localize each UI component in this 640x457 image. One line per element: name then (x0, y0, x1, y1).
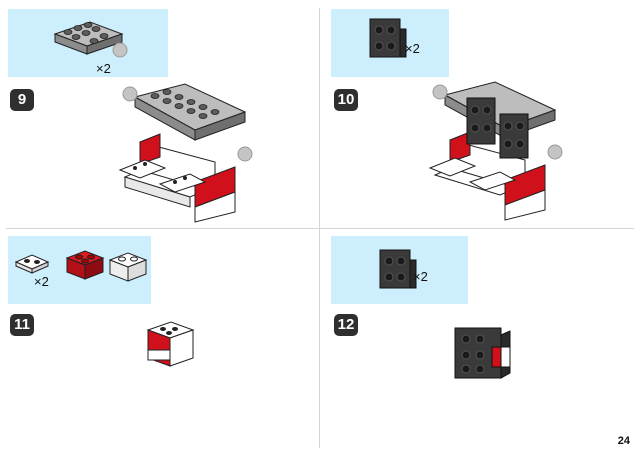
dark-bracket-part-icon (379, 249, 417, 289)
white-brick-part-icon (108, 252, 148, 282)
gray-plate-part-icon (53, 21, 128, 58)
dark-bracket-part-icon (369, 18, 407, 58)
step-number-badge: 10 (334, 89, 358, 111)
part-quantity: ×2 (413, 269, 428, 284)
white-plate-part-icon (14, 254, 50, 274)
horizontal-divider (6, 228, 634, 229)
page-number: 24 (617, 435, 630, 447)
part-quantity: ×2 (405, 41, 420, 56)
step-9-assembly-illustration (118, 83, 253, 223)
step-10-assembly-illustration (428, 81, 563, 221)
step-number-badge: 11 (10, 314, 34, 336)
step-12-assembly-illustration (454, 327, 511, 379)
step-number-badge: 12 (334, 314, 358, 336)
step-11-assembly-illustration (146, 321, 195, 367)
step-number-badge: 9 (10, 89, 34, 111)
red-brick-part-icon (65, 250, 105, 280)
part-quantity: ×2 (96, 61, 111, 76)
part-quantity: ×2 (34, 274, 49, 289)
